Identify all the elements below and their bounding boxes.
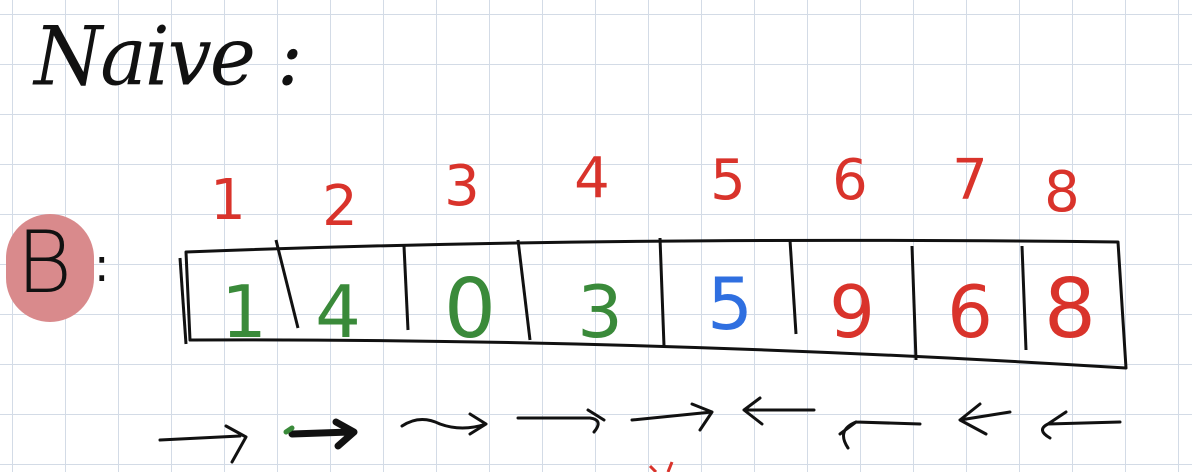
cell-value: 9	[829, 270, 875, 354]
index-label: 7	[952, 148, 988, 213]
cell-value: 1	[221, 270, 267, 354]
array-name: B	[16, 213, 73, 313]
index-label: 8	[1044, 160, 1080, 225]
array-name-badge	[6, 214, 94, 322]
index-label: 3	[444, 154, 480, 219]
left-arrow-icon	[838, 420, 922, 450]
cell-value: 0	[443, 262, 497, 357]
index-label: 1	[210, 168, 246, 233]
cell-value: 4	[315, 270, 361, 354]
right-arrow-icon	[288, 418, 358, 450]
right-arrow-icon	[516, 408, 606, 434]
left-arrow-icon	[1041, 410, 1122, 440]
array-name-colon: :	[94, 238, 110, 292]
page-title: Naive :	[34, 9, 303, 105]
index-label: 6	[832, 148, 868, 213]
right-arrow-icon	[158, 424, 248, 464]
left-arrow-icon	[958, 402, 1012, 436]
cell-value: 8	[1043, 262, 1097, 357]
index-label: 2	[322, 174, 358, 239]
index-label: 5	[710, 148, 746, 213]
index-label: 4	[574, 146, 610, 211]
cell-value: 5	[707, 262, 753, 346]
cell-value: 3	[577, 270, 623, 354]
cell-value: 6	[947, 270, 993, 354]
right-arrow-icon	[630, 402, 714, 432]
left-arrow-icon	[742, 396, 816, 426]
right-arrow-icon	[400, 412, 488, 436]
